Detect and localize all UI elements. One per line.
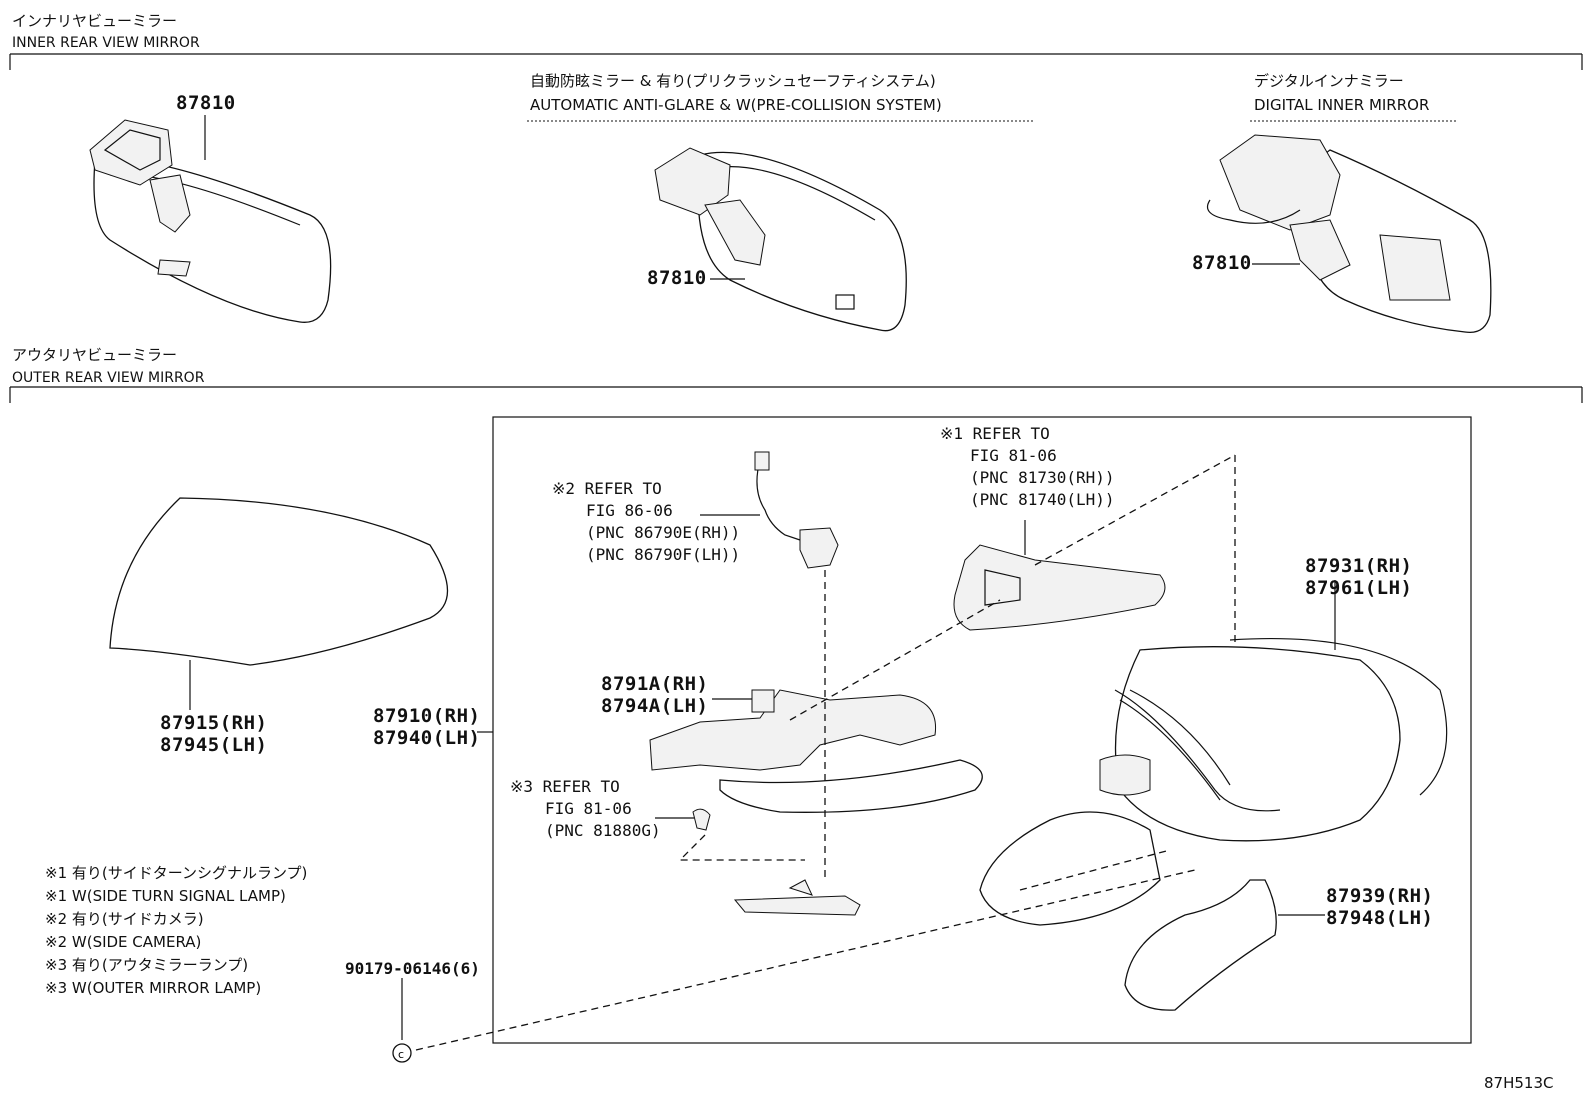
inner-mirror-plain-drawing: [89, 115, 332, 323]
outer-cover-drawing: [109, 497, 449, 710]
part-number-assembly-lh: 87940(LH): [373, 727, 481, 749]
ref2-line1: ※2 REFER TO: [552, 479, 662, 498]
variant-antiglare-title-en: AUTOMATIC ANTI-GLARE & W(PRE-COLLISION S…: [530, 96, 942, 114]
inner-section-bracket: [9, 53, 1583, 70]
ref3-line1: ※3 REFER TO: [510, 777, 620, 796]
legend-line: ※1 有り(サイドターンシグナルランプ): [45, 864, 308, 882]
mirror-bracket-drawing: [649, 570, 1001, 880]
part-number-cover-lh: 87945(LH): [160, 734, 268, 756]
part-number-bracket-rh: 8791A(RH): [601, 673, 709, 695]
legend-line: ※2 W(SIDE CAMERA): [45, 933, 202, 951]
screw-drawing: c: [392, 869, 1196, 1063]
legend-line: ※3 W(OUTER MIRROR LAMP): [45, 979, 262, 997]
lower-cover-drawing: [1124, 879, 1325, 1011]
part-number-screw: 90179-06146(6): [345, 959, 480, 978]
part-number-inner-digital: 87810: [1192, 252, 1252, 274]
ref2-line2: FIG 86-06: [586, 501, 673, 520]
legend-line: ※2 有り(サイドカメラ): [45, 910, 204, 928]
legend-line: ※3 有り(アウタミラーランプ): [45, 956, 249, 974]
part-number-inner-antiglare: 87810: [647, 267, 707, 289]
part-number-mirror-lh: 87961(LH): [1305, 577, 1413, 599]
part-number-assembly-rh: 87910(RH): [373, 705, 481, 727]
part-number-inner-plain: 87810: [176, 92, 236, 114]
ref3-line2: FIG 81-06: [545, 799, 632, 818]
inner-title-en: INNER REAR VIEW MIRROR: [12, 35, 200, 51]
variant-digital-title-en: DIGITAL INNER MIRROR: [1254, 96, 1430, 114]
inner-title-ja: インナリヤビューミラー: [12, 12, 178, 30]
inner-mirror-antiglare-drawing: [654, 147, 907, 332]
part-number-mirror-rh: 87931(RH): [1305, 555, 1413, 577]
ref3-line3: (PNC 81880G): [545, 821, 661, 840]
part-number-lower-cover-rh: 87939(RH): [1326, 885, 1434, 907]
ref1-line3: (PNC 81730(RH)): [970, 468, 1115, 487]
mirror-housing-drawing: [979, 580, 1448, 926]
ref1-line1: ※1 REFER TO: [940, 424, 1050, 443]
variant-antiglare-title-ja: 自動防眩ミラー & 有り(プリクラッシュセーフティシステム): [530, 72, 936, 90]
legend-line: ※1 W(SIDE TURN SIGNAL LAMP): [45, 887, 286, 905]
part-number-cover-rh: 87915(RH): [160, 712, 268, 734]
turn-signal-lamp-drawing: [953, 454, 1236, 770]
figure-code: 87H513C: [1484, 1074, 1554, 1092]
outer-title-ja: アウタリヤビューミラー: [12, 346, 178, 364]
svg-text:c: c: [398, 1048, 404, 1061]
ref2-line4: (PNC 86790F(LH)): [586, 545, 741, 564]
inner-mirror-digital-drawing: [1206, 134, 1492, 334]
side-camera-drawing: [700, 451, 839, 569]
outer-section-bracket: [9, 386, 1583, 403]
ref1-line2: FIG 81-06: [970, 446, 1057, 465]
variant-digital-title-ja: デジタルインナミラー: [1254, 72, 1404, 90]
part-number-bracket-lh: 8794A(LH): [601, 695, 709, 717]
outer-assembly-frame: [492, 416, 1472, 1044]
ref2-line3: (PNC 86790E(RH)): [586, 523, 741, 542]
outer-title-en: OUTER REAR VIEW MIRROR: [12, 370, 205, 386]
ref1-line4: (PNC 81740(LH)): [970, 490, 1115, 509]
part-number-lower-cover-lh: 87948(LH): [1326, 907, 1434, 929]
outer-mirror-lamp-drawing: [655, 808, 861, 916]
